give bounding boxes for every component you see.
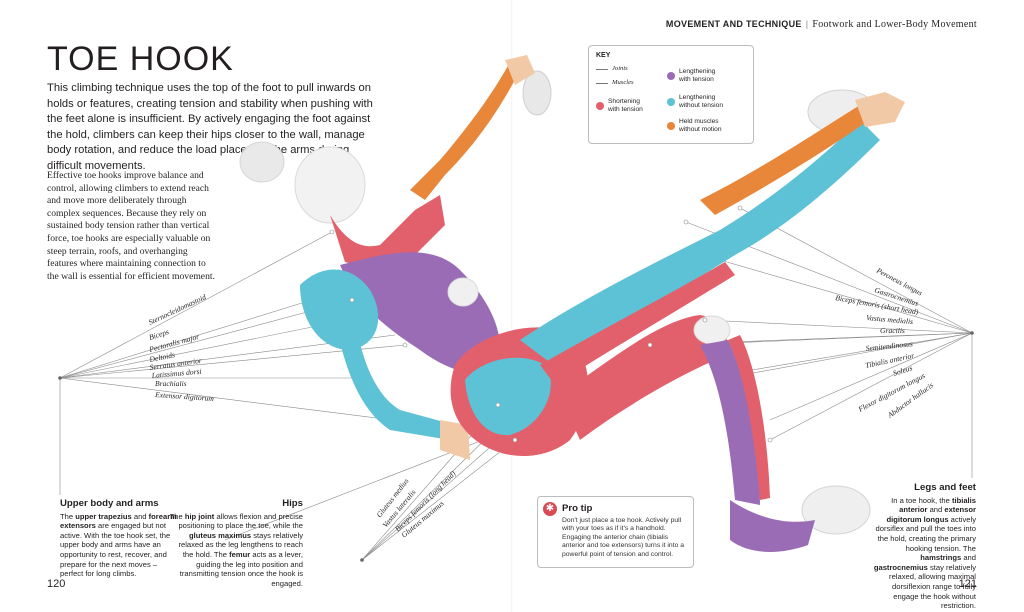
tibialis-anterior (700, 105, 872, 215)
label-extensor-digitorum: Extensor digitorum (154, 390, 215, 403)
upper-body-text: The upper trapezius and forearm extensor… (60, 511, 177, 579)
hips-text: The hip joint allows flexion and precise… (169, 511, 303, 588)
page-title: TOE HOOK (47, 40, 234, 78)
label-brachialis: Brachialis (155, 379, 187, 388)
key-muscles: Muscles (596, 79, 634, 87)
running-head-subsection: Footwork and Lower-Body Movement (812, 19, 977, 30)
key-joints-label: Joints (612, 65, 628, 72)
swatch-lengthening-tension (667, 72, 675, 80)
gluteus-medius (465, 357, 551, 436)
key-muscles-label: Muscles (612, 79, 634, 86)
joints (329, 205, 773, 443)
star-icon: ✱ (543, 502, 557, 516)
hooking-foot (855, 92, 905, 127)
swatch-held (667, 122, 675, 130)
page-number-left: 120 (47, 578, 66, 590)
hips-block: Hips The hip joint allows flexion and pr… (168, 499, 303, 588)
joint-line-icon (596, 68, 608, 70)
pro-tip-box: ✱ Pro tip Don't just place a toe hook. A… (537, 496, 694, 568)
running-head: MOVEMENT AND TECHNIQUE|Footwork and Lowe… (666, 19, 977, 30)
chest (447, 277, 479, 307)
body-paragraph: Effective toe hooks improve balance and … (47, 170, 215, 282)
page-number-right: 121 (958, 578, 977, 590)
hips-heading: Hips (282, 498, 303, 509)
standing-foot (730, 500, 815, 552)
label-vastus-medialis: Vastus medialis (866, 313, 914, 326)
hips-leader (224, 437, 489, 541)
extended-leg (520, 120, 880, 370)
bent-thigh (560, 315, 727, 440)
swatch-lengthening-no-tension (667, 98, 675, 106)
raised-forearm (410, 62, 520, 200)
label-gracilis: Gracilis (880, 326, 905, 335)
pro-tip-heading: Pro tip (562, 503, 593, 514)
calf (700, 340, 760, 505)
tibialis (728, 335, 770, 500)
legs-text: In a toe hook, the tibialis anterior and… (873, 495, 976, 611)
label-latissimus-dorsi: Latissimus dorsi (150, 367, 202, 380)
hair-bun (239, 141, 285, 183)
upper-trapezius (330, 195, 445, 275)
upper-body-block: Upper body and arms The upper trapezius … (60, 499, 180, 579)
knee (693, 315, 731, 345)
left-fan-anchor (58, 376, 62, 380)
label-soleus: Soleus (892, 363, 914, 378)
legs-heading: Legs and feet (914, 482, 976, 493)
running-head-separator: | (805, 19, 809, 29)
label-sternocleidomastoid: Sternocleidomastoid (147, 292, 208, 327)
running-head-section: MOVEMENT AND TECHNIQUE (665, 19, 802, 29)
upper-hand-hold (522, 70, 552, 116)
hamstrings (540, 262, 735, 385)
label-semitendinosus: Semitendinosus (865, 339, 913, 353)
key-title: KEY (596, 52, 611, 59)
swatch-shortening (596, 102, 604, 110)
page-gutter (511, 0, 513, 612)
head (294, 146, 366, 224)
deltoid (300, 269, 379, 350)
key-joints: Joints (596, 65, 628, 73)
pro-tip-text: Don't just place a toe hook. Actively pu… (562, 517, 685, 558)
muscle-line-icon (596, 82, 608, 84)
legs-block: Legs and feet In a toe hook, the tibiali… (866, 483, 976, 611)
foot-hold (801, 485, 871, 535)
lower-hand (440, 420, 470, 460)
upper-body-heading: Upper body and arms (60, 498, 159, 509)
right-fan-anchor (970, 331, 974, 335)
bottom-fan-anchor (360, 558, 364, 562)
raised-hand (505, 55, 535, 85)
